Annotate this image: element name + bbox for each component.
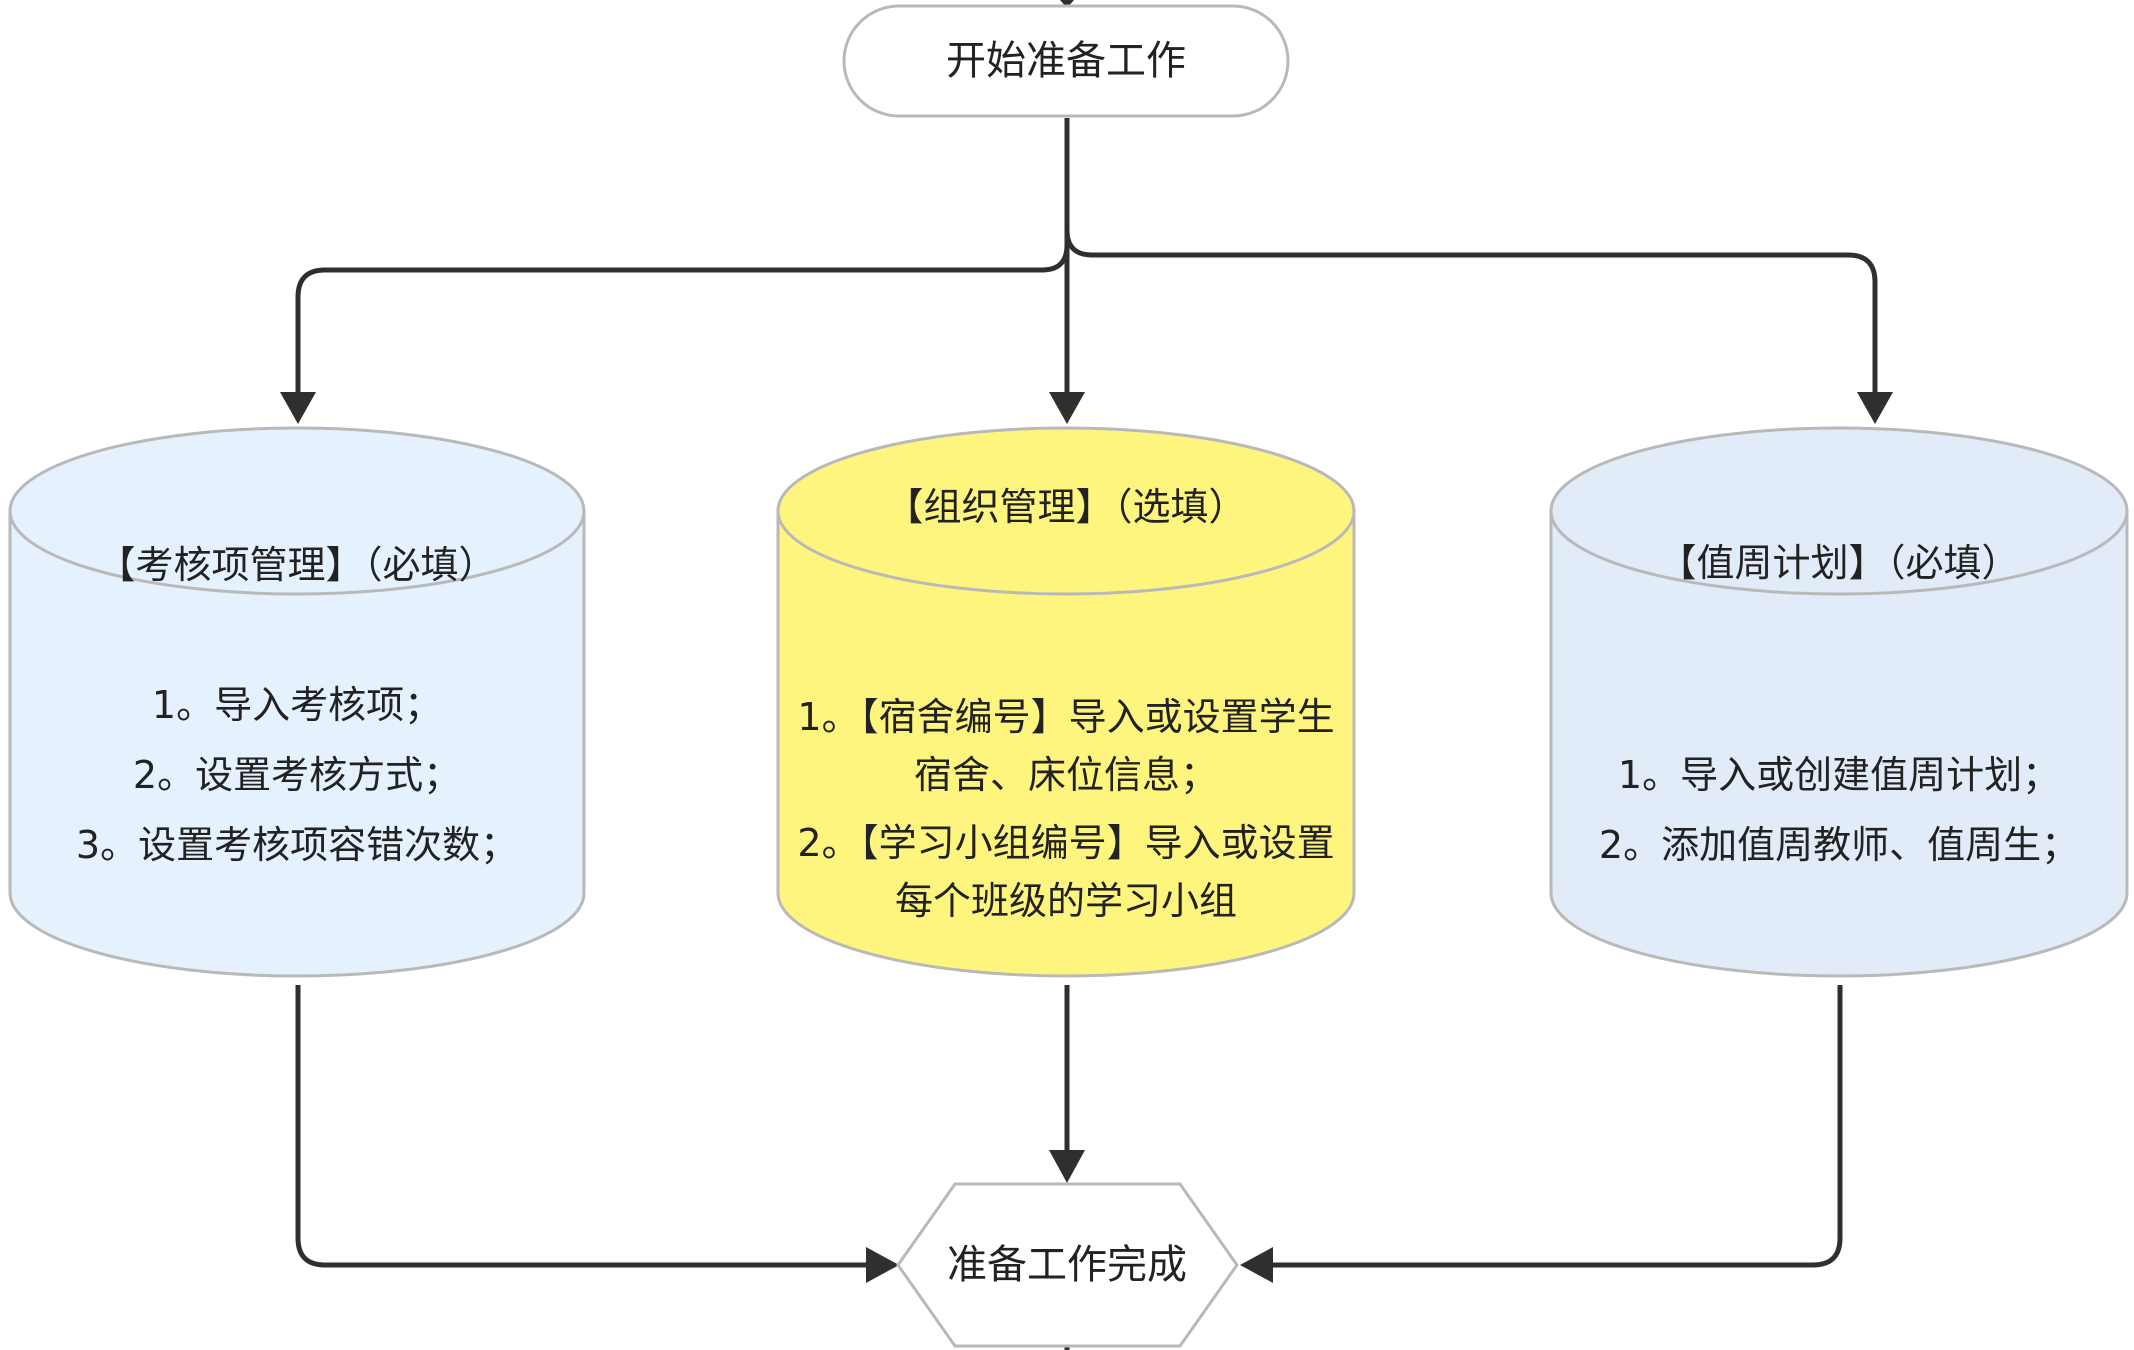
connector-start-to-right <box>1064 229 1878 395</box>
arrow-down-icon <box>1049 392 1085 424</box>
connectors <box>295 0 1878 1350</box>
cylinder-organization-management: 【组织管理】（选填） 1。【宿舍编号】导入或设置学生 宿舍、床位信息； 2。【学… <box>776 426 1356 978</box>
cylinder-line: 3。设置考核项容错次数； <box>76 823 518 867</box>
cylinder-line: 2。添加值周教师、值周生； <box>1599 823 2079 867</box>
cylinder-title: 【值周计划】（必填） <box>1658 541 2019 585</box>
cylinder-body <box>1549 509 2129 978</box>
cylinder-body <box>8 509 586 978</box>
cylinder-line: 1。导入考核项； <box>152 683 442 727</box>
cylinder-weekly-duty-plan: 【值周计划】（必填） 1。导入或创建值周计划； 2。添加值周教师、值周生； <box>1549 426 2129 978</box>
end-node: 准备工作完成 <box>896 1182 1239 1348</box>
arrow-down-icon <box>1857 392 1893 424</box>
connector-left-to-end <box>295 985 868 1268</box>
cylinder-assessment-management: 【考核项管理】（必填） 1。导入考核项； 2。设置考核方式； 3。设置考核项容错… <box>8 426 586 978</box>
arrow-left-icon <box>1240 1247 1273 1283</box>
end-node-label: 准备工作完成 <box>947 1242 1187 1288</box>
cylinder-top <box>8 426 586 596</box>
cylinder-body <box>776 509 1356 978</box>
cylinder-line: 1。导入或创建值周计划； <box>1618 753 2060 797</box>
cylinder-line: 2。【学习小组编号】导入或设置 <box>797 821 1334 865</box>
arrow-right-icon <box>866 1247 899 1283</box>
cylinder-line: 宿舍、床位信息； <box>914 753 1218 797</box>
connector-start-to-left <box>295 118 1070 395</box>
cylinder-top <box>1549 426 2129 596</box>
cylinder-line: 1。【宿舍编号】导入或设置学生 <box>797 695 1334 739</box>
start-node: 开始准备工作 <box>842 4 1290 118</box>
arrowheads <box>280 0 1893 1283</box>
start-node-label: 开始准备工作 <box>946 38 1186 84</box>
start-node-shape <box>842 4 1290 118</box>
cylinder-title: 【考核项管理】（必填） <box>97 543 496 587</box>
arrow-down-icon <box>280 392 316 424</box>
cylinder-line: 每个班级的学习小组 <box>895 879 1237 923</box>
connector-right-to-end <box>1270 985 1843 1268</box>
cylinder-line: 2。设置考核方式； <box>133 753 461 797</box>
cylinder-title: 【组织管理】（选填） <box>885 485 1246 529</box>
cylinder-top <box>776 426 1356 596</box>
arrow-down-icon <box>1049 1150 1085 1183</box>
end-node-shape <box>896 1182 1239 1348</box>
arrow-down-icon <box>1060 0 1074 8</box>
